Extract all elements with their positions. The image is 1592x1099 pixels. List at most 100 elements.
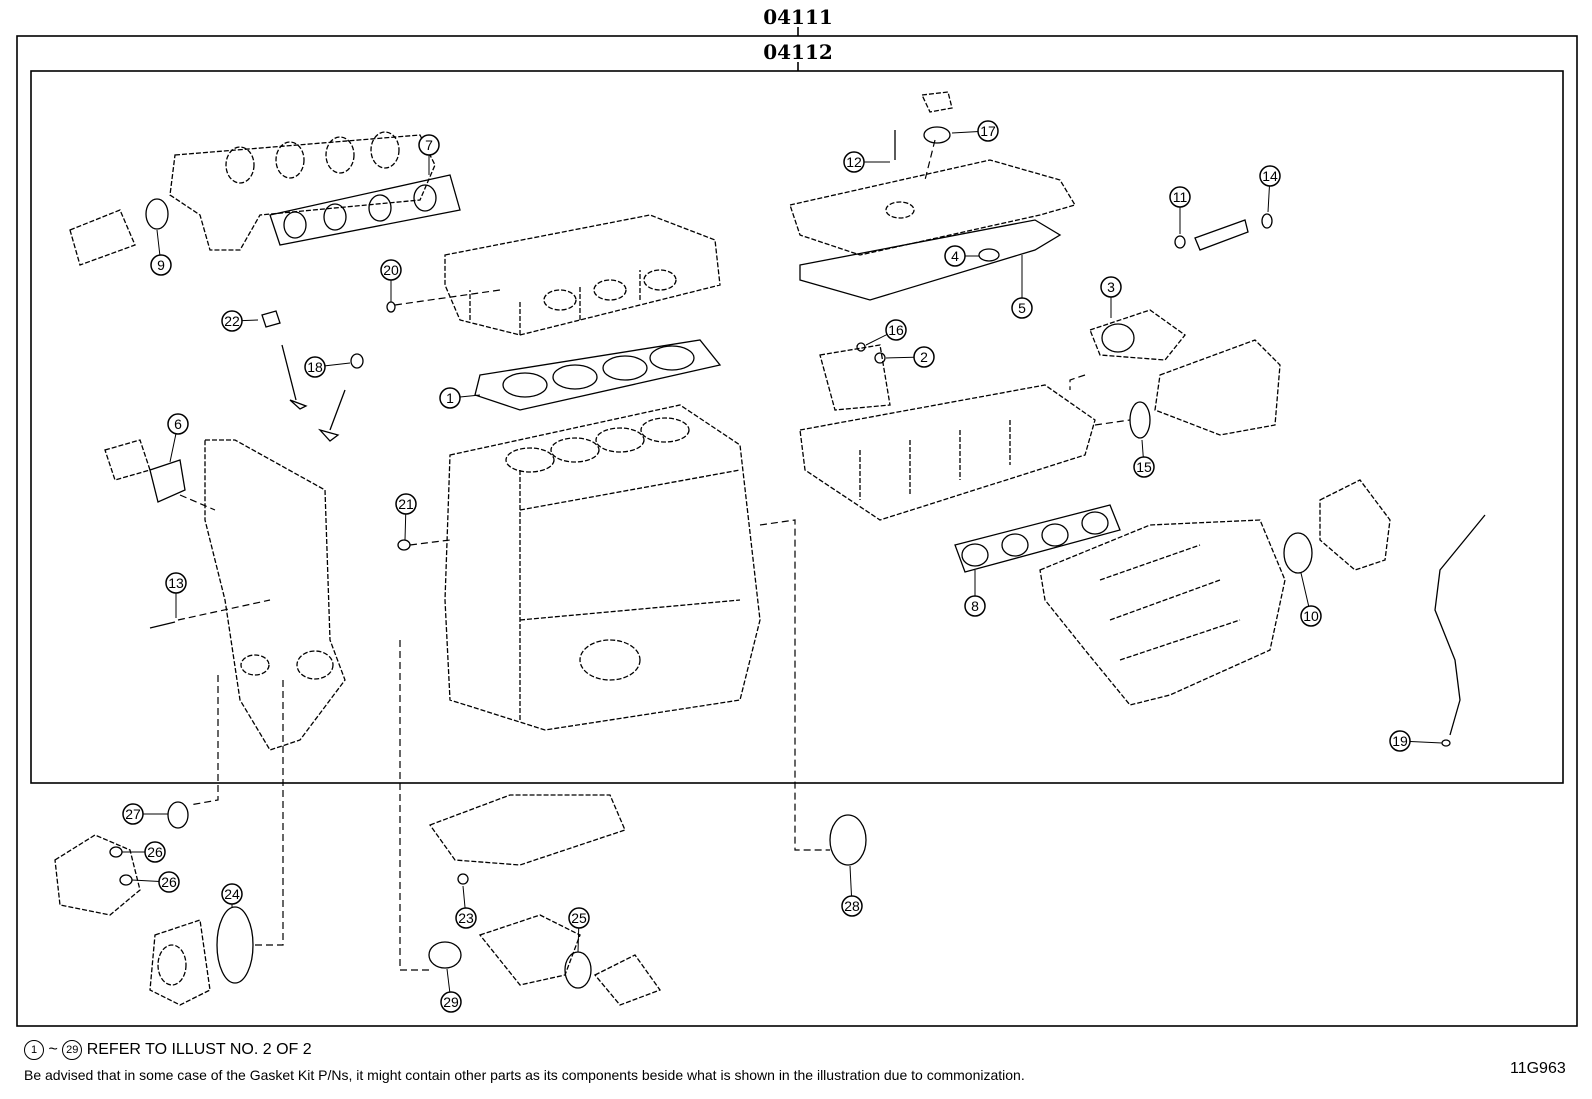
range-separator: ~ — [48, 1041, 58, 1059]
gasket-16 — [856, 342, 866, 352]
callout-number: 7 — [425, 137, 433, 153]
callout-number: 16 — [888, 322, 904, 338]
spark-plug-tube-gasket — [978, 248, 1000, 262]
range-start-callout: 1 — [24, 1040, 44, 1060]
water-inlet-pipe — [593, 954, 662, 1006]
callout-bubble — [144, 841, 166, 863]
camshaft-bearing-caps — [819, 344, 891, 411]
callout-bubble — [944, 245, 966, 267]
oil-level-gauge-guide — [1434, 514, 1486, 736]
timing-chain-cover — [204, 439, 346, 751]
water-outlet — [1089, 309, 1186, 361]
callout-number: 29 — [443, 994, 459, 1010]
bolt-13 — [149, 621, 176, 629]
plug-22 — [261, 310, 281, 328]
callout-number: 14 — [1262, 168, 1278, 184]
callout-number: 10 — [1303, 608, 1319, 624]
exhaust-manifold-gasket — [269, 174, 461, 246]
injector-seal — [1174, 235, 1186, 249]
water-pump-gasket — [216, 906, 254, 984]
exhaust-manifold — [69, 131, 436, 266]
callout-bubble — [395, 493, 417, 515]
cylinder-head-cover — [789, 91, 1076, 256]
callout-layer: 1234567891011121314151617181920212223242… — [122, 120, 1443, 1013]
callout-bubble — [885, 319, 907, 341]
cylinder-block — [444, 404, 761, 731]
range-end-callout: 29 — [62, 1040, 83, 1060]
callout-number: 19 — [1392, 733, 1408, 749]
callout-number: 26 — [161, 874, 177, 890]
callout-bubble — [1169, 186, 1191, 208]
water-inlet — [478, 914, 581, 986]
callout-bubble — [165, 572, 187, 594]
parts-diagram: 04111 04112 — [16, 5, 1578, 1027]
refer-text: REFER TO ILLUST NO. 2 OF 2 — [86, 1041, 312, 1059]
o-ring-20 — [386, 301, 396, 313]
callout-bubble — [455, 907, 477, 929]
callout-bubble — [158, 871, 180, 893]
inner-assembly-frame — [30, 70, 1564, 784]
callout-number: 26 — [147, 844, 163, 860]
illustration-code: 11G963 — [1510, 1060, 1566, 1077]
advisory-note: Be advised that in some case of the Gask… — [24, 1067, 1025, 1083]
outer-assembly-code: 04111 — [763, 5, 833, 29]
water-bypass-outlet — [104, 439, 151, 481]
callout-bubble — [380, 259, 402, 281]
cylinder-head-gasket — [474, 339, 722, 411]
callout-number: 21 — [398, 496, 414, 512]
thermostat-housing — [1154, 339, 1281, 436]
o-ring-26-upper — [109, 846, 123, 858]
callout-number: 4 — [951, 248, 959, 264]
callout-bubble — [964, 595, 986, 617]
water-outlet-gasket — [1101, 323, 1135, 353]
callout-bubble — [440, 991, 462, 1013]
callout-number: 18 — [307, 359, 323, 375]
callout-number: 11 — [1173, 189, 1188, 205]
callout-bubble — [439, 387, 461, 409]
callout-number: 1 — [446, 390, 454, 406]
callout-bubble — [221, 883, 243, 905]
callout-number: 27 — [125, 806, 141, 822]
callout-bubble — [1100, 276, 1122, 298]
intake-valve — [281, 344, 308, 410]
cylinder-head — [444, 214, 721, 336]
intake-manifold-gasket — [954, 504, 1121, 573]
o-ring-29 — [428, 941, 462, 969]
camshaft-housing — [799, 384, 1096, 521]
callout-bubble — [913, 346, 935, 368]
seal-part-9 — [145, 198, 169, 230]
callout-number: 15 — [1136, 459, 1152, 475]
callout-bubble — [221, 310, 243, 332]
callout-number: 23 — [458, 910, 474, 926]
thermostat-gasket — [1129, 401, 1151, 439]
callout-bubble — [843, 151, 865, 173]
callout-number: 12 — [846, 154, 862, 170]
head-cover-gasket — [799, 219, 1062, 301]
callout-number: 24 — [224, 886, 240, 902]
callout-number: 25 — [571, 910, 587, 926]
callout-bubble — [1133, 456, 1155, 478]
oil-filler-cap-gasket — [923, 126, 951, 144]
callout-number: 22 — [224, 313, 240, 329]
inner-assembly-code: 04112 — [763, 40, 833, 64]
gasket-2 — [874, 352, 886, 364]
callout-bubble — [304, 356, 326, 378]
o-ring-14 — [1261, 213, 1273, 229]
callout-bubble — [418, 134, 440, 156]
callout-number: 28 — [844, 898, 860, 914]
o-ring-26-lower — [119, 874, 133, 886]
fuel-injector — [1194, 219, 1249, 251]
callout-number: 5 — [1018, 300, 1026, 316]
water-inlet-gasket — [564, 951, 592, 989]
gasket-6 — [149, 459, 186, 503]
exhaust-valve — [318, 389, 346, 442]
callout-number: 9 — [157, 257, 165, 273]
callout-bubble — [167, 413, 189, 435]
callout-bubble — [1011, 297, 1033, 319]
valve-stem-seal — [350, 353, 364, 369]
water-pump — [54, 834, 211, 1006]
callout-bubble — [977, 120, 999, 142]
callout-bubble — [1300, 605, 1322, 627]
throttle-body-gasket — [1283, 532, 1313, 574]
callout-number: 13 — [168, 575, 184, 591]
